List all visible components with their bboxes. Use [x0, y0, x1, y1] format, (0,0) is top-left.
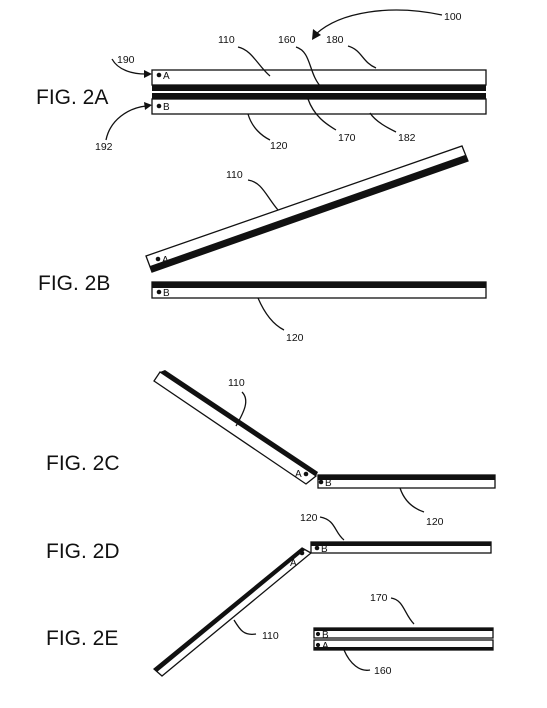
- fig-2b-ref-110: 110: [226, 169, 243, 181]
- fig-2e-point-a-dot: [315, 642, 321, 648]
- fig-2c-point-a: A: [295, 469, 302, 480]
- fig-2c-point-b-dot: [318, 479, 324, 485]
- fig-2d-panel-110-layer: [154, 548, 305, 672]
- fig-2a-ref-192: 192: [95, 141, 113, 153]
- fig-2c-point-b: B: [325, 478, 332, 489]
- fig-2a-panel-110: [151, 69, 487, 86]
- fig-2e: FIG. 2E 110 170 B A 160: [46, 592, 494, 677]
- fig-2e-layer-160: [314, 647, 493, 650]
- fig-2a-point-a: A: [163, 71, 170, 82]
- fig-2d: FIG. 2D 120 B A: [46, 512, 492, 677]
- fig-2a: FIG. 2A A B 100 110 160 180 190 192: [36, 9, 487, 153]
- fig-2b-panel-120-layer: [152, 282, 486, 288]
- fig-2e-point-b: B: [322, 630, 329, 641]
- fig-2a-ref-100: 100: [444, 11, 462, 23]
- fig-2e-leader-160: [343, 649, 371, 671]
- fig-2a-ref-170: 170: [338, 132, 356, 144]
- fig-2c-ref-120: 120: [426, 516, 444, 528]
- fig-2e-point-a: A: [322, 641, 329, 652]
- fig-2e-layer-170: [314, 628, 493, 631]
- fig-2b-label: FIG. 2B: [38, 272, 110, 295]
- fig-2b-panel-110-layer: [150, 155, 468, 272]
- fig-2d-point-a-dot: [299, 550, 305, 556]
- fig-2c-point-a-dot: [303, 471, 309, 477]
- fig-2d-label: FIG. 2D: [46, 540, 120, 563]
- fig-2c-panel-120-layer: [318, 475, 495, 480]
- fig-2e-leader-170: [390, 597, 415, 625]
- fig-2b-leader-120: [257, 297, 285, 331]
- fig-2a-ref-180: 180: [326, 34, 344, 46]
- fig-2a-leader-170: [307, 98, 337, 131]
- fig-2c-ref-110: 110: [228, 377, 245, 389]
- fig-2e-label: FIG. 2E: [46, 627, 118, 650]
- fig-2e-ref-110: 110: [262, 630, 279, 642]
- fig-2a-leader-120: [247, 113, 271, 141]
- fig-2a-point-a-dot: [156, 72, 162, 78]
- fig-2a-layer-170: [152, 93, 486, 99]
- fig-2a-ref-110: 110: [218, 34, 235, 46]
- fig-2d-point-a: A: [290, 558, 297, 569]
- fig-2b-point-a: A: [162, 255, 169, 266]
- fig-2a-point-b: B: [163, 102, 170, 113]
- fig-2a-ref-182: 182: [398, 132, 416, 144]
- fig-2a-arrowhead-192: [144, 102, 152, 110]
- fig-2d-leader-120: [319, 516, 345, 541]
- fig-2a-ref-190: 190: [117, 54, 135, 66]
- fig-2e-point-b-dot: [315, 631, 321, 637]
- fig-2e-leader-110: [233, 619, 257, 636]
- fig-2a-ref-120: 120: [270, 140, 288, 152]
- fig-2d-ref-120: 120: [300, 512, 318, 524]
- fig-2e-ref-160: 160: [374, 665, 392, 677]
- fig-2c-panel-110-layer: [160, 370, 318, 476]
- fig-2b-leader-110: [247, 179, 279, 211]
- fig-2a-leader-100: [315, 9, 443, 35]
- fig-2c-leader-120: [399, 487, 425, 513]
- fig-2d-point-b-dot: [314, 545, 320, 551]
- fig-2b-point-b-dot: [156, 289, 162, 295]
- fig-2a-panel-120: [151, 98, 487, 115]
- fig-2b-ref-120: 120: [286, 332, 304, 344]
- fig-2a-leader-182: [369, 112, 397, 133]
- fig-2a-leader-192: [105, 105, 147, 141]
- fig-2a-point-b-dot: [156, 103, 162, 109]
- fig-2b: FIG. 2B A 110 B 120: [38, 145, 487, 344]
- fig-2c: FIG. 2C A 110 B 120: [46, 370, 496, 528]
- fig-2d-point-b: B: [321, 544, 328, 555]
- fig-2a-arrowhead-100: [312, 29, 321, 40]
- fig-2a-leader-190: [111, 58, 147, 75]
- fig-2a-leader-110: [237, 46, 271, 77]
- fig-2a-ref-160: 160: [278, 34, 296, 46]
- fig-2c-leader-110: [235, 391, 247, 427]
- fig-2a-leader-160: [295, 46, 323, 89]
- fig-2b-point-a-dot: [155, 256, 161, 262]
- fig-2e-ref-170: 170: [370, 592, 388, 604]
- fig-2c-label: FIG. 2C: [46, 452, 120, 475]
- fig-2b-point-b: B: [163, 288, 170, 299]
- fig-2a-leader-180: [347, 45, 377, 69]
- fig-2a-arrowhead-190: [144, 70, 152, 78]
- fig-2a-label: FIG. 2A: [36, 86, 108, 109]
- fig-2a-layer-160: [152, 85, 486, 91]
- fig-2d-panel-110: [152, 547, 313, 677]
- fig-2d-panel-120-layer: [311, 542, 491, 546]
